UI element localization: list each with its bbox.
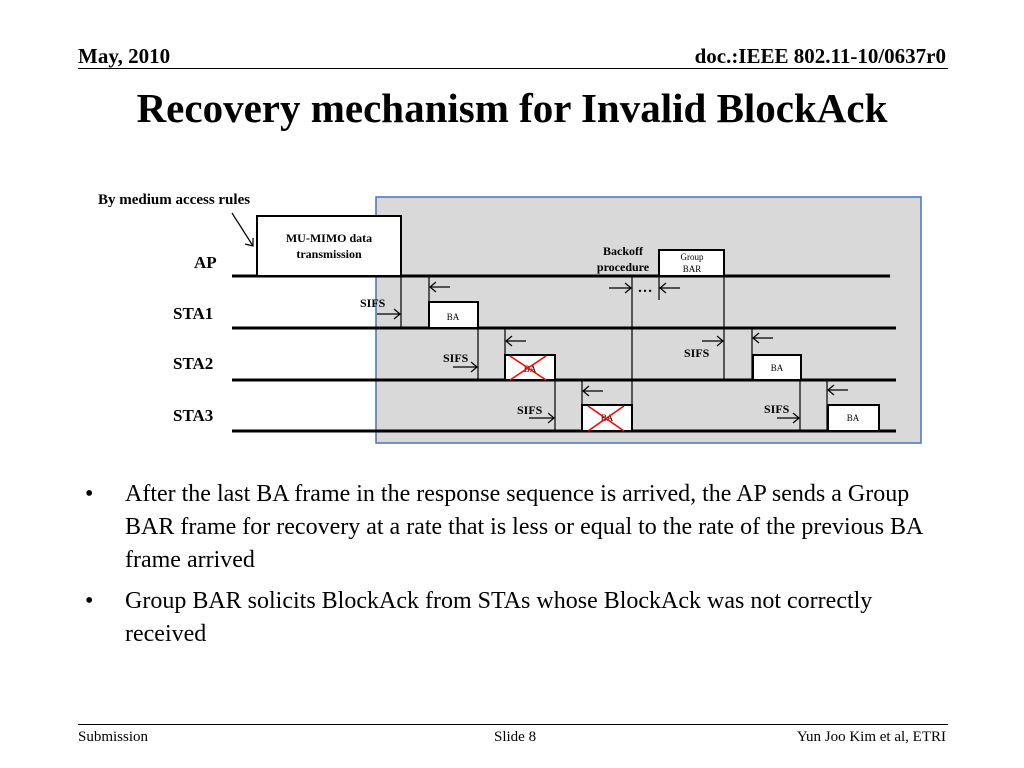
sifs-label-sta1: SIFS [360,296,386,310]
bullet-list: • After the last BA frame in the response… [85,478,945,659]
frame-group-bar-line1: Group [681,252,704,262]
backoff-label-line2: procedure [597,260,650,274]
frame-ba-sta3-recovery [827,404,880,432]
header-doc-id: doc.:IEEE 802.11-10/0637r0 [694,44,946,68]
bullet-text: After the last BA frame in the response … [125,481,923,573]
frame-ba-sta1 [428,301,479,329]
annotation-arrow-head [244,238,254,247]
frame-mu-mimo [256,215,402,277]
footer-slide-number: Slide 8 [494,729,537,745]
row-label-sta2: STA2 [173,354,213,373]
annotation-arrow [231,212,254,247]
row-label-ap: AP [194,253,217,272]
frame-ba-sta1-label: BA [447,312,460,322]
bullet-item: • After the last BA frame in the response… [85,478,945,577]
bullet-glyph: • [85,481,94,507]
backoff-ellipsis: … [638,280,653,296]
bullet-item: • Group BAR solicits BlockAck from STAs w… [85,585,945,651]
frame-ba-sta3-recovery-label: BA [847,413,860,423]
footer-author: Yun Joo Kim et al, ETRI [796,729,946,745]
sifs-label-recovery-sta3: SIFS [764,402,790,416]
frame-mu-mimo-line1: MU-MIMO data [286,231,372,245]
sifs-label-sta2: SIFS [443,351,469,365]
sifs-arrows [377,281,848,424]
cross-sta3-b [587,405,625,432]
backoff-label-line1: Backoff [603,244,644,258]
footer-rule [78,724,948,725]
frame-mu-mimo-line2: transmission [296,247,362,261]
footer-submission: Submission [78,729,149,745]
header-date: May, 2010 [78,44,171,68]
bullet-glyph: • [85,588,94,614]
frame-group-bar [658,249,725,277]
sifs-label-sta3: SIFS [517,403,543,417]
row-label-sta1: STA1 [173,304,213,323]
annotation-label: By medium access rules [98,192,250,208]
slide-title: Recovery mechanism for Invalid BlockAck [136,85,888,131]
header-rule [78,68,948,69]
bullet-text: Group BAR solicits BlockAck from STAs wh… [125,588,873,647]
frame-ba-sta2-recovery [752,354,802,381]
cross-sta2-b [509,355,547,381]
row-label-sta3: STA3 [173,406,213,425]
sifs-label-recovery-sta2: SIFS [684,346,710,360]
frame-group-bar-line2: BAR [683,264,702,274]
frame-ba-sta2-recovery-label: BA [771,363,784,373]
